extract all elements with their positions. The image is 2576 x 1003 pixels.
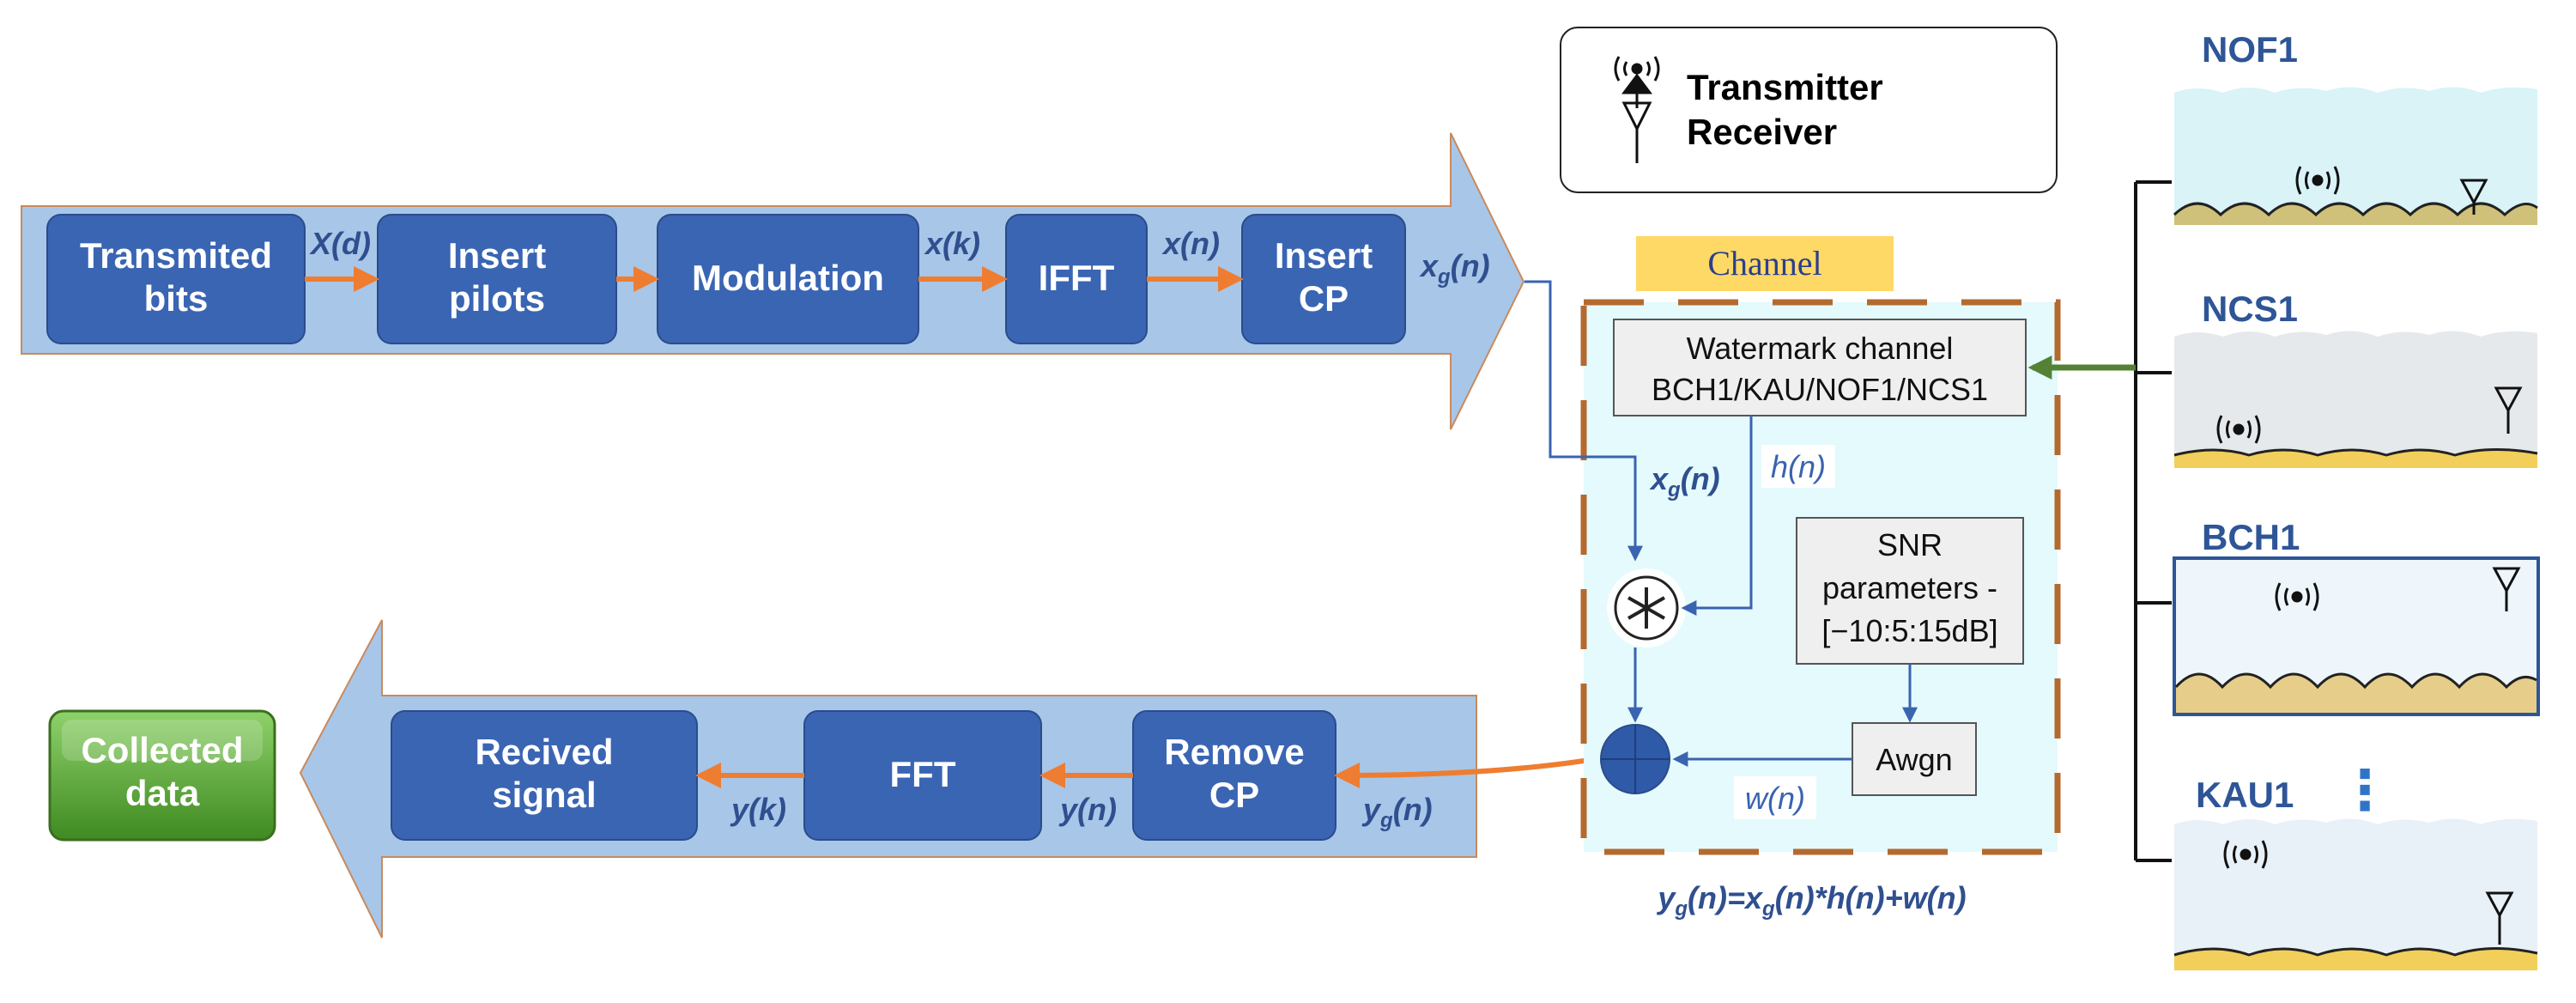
- channel-xg-label: xg(n): [1649, 461, 1720, 502]
- channel-h-label: h(n): [1771, 449, 1826, 484]
- signal-label-xn: x(n): [1161, 226, 1220, 261]
- transmitter-icon: [1614, 56, 1660, 108]
- svg-text:bits: bits: [144, 278, 209, 319]
- svg-text:signal: signal: [492, 775, 596, 815]
- signal-label-yn: y(n): [1058, 792, 1117, 827]
- channel-equation: yg(n)=xg(n)*h(n)+w(n): [1656, 880, 1966, 921]
- ifft-block: IFFT: [1005, 214, 1148, 344]
- svg-text:CP: CP: [1209, 775, 1259, 815]
- w-label-bg: [1734, 776, 1816, 819]
- collected-data-block: Collected data: [48, 709, 276, 842]
- svg-text:data: data: [125, 773, 200, 813]
- svg-text:Awgn: Awgn: [1876, 742, 1952, 777]
- snr-parameters-block: SNR parameters - [−10:5:15dB]: [1796, 517, 2024, 665]
- env-scene-nof1: [2173, 87, 2538, 225]
- signal-label-Xd: X(d): [309, 226, 371, 261]
- fft-block: FFT: [803, 710, 1042, 841]
- svg-text:Modulation: Modulation: [692, 258, 884, 298]
- watermark-channel-block: Watermark channel BCH1/KAU/NOF1/NCS1: [1613, 319, 2027, 416]
- xg-line-to-convolution: [1524, 280, 1643, 562]
- svg-text:IFFT: IFFT: [1039, 258, 1115, 298]
- h-line-to-convolution: [1681, 416, 1753, 616]
- channel-label-box: [1636, 236, 1894, 291]
- svg-text:Transmited: Transmited: [80, 235, 272, 276]
- svg-text:Recived: Recived: [475, 732, 613, 772]
- signal-label-yg-input: yg(n): [1361, 792, 1433, 832]
- transmitted-bits-block: Transmited bits: [46, 214, 306, 344]
- svg-text:Watermark channel: Watermark channel: [1687, 331, 1954, 366]
- receiver-antenna-icon: [1621, 101, 1652, 163]
- legend-box: Transmitter Receiver: [1560, 27, 2058, 193]
- insert-pilots-block: Insert pilots: [377, 214, 617, 344]
- adder-operator: [1600, 724, 1670, 794]
- signal-label-yk: y(k): [730, 792, 786, 827]
- channel-w-label: w(n): [1745, 781, 1805, 816]
- signal-label-xg-output: xg(n): [1419, 248, 1490, 289]
- modulation-block: Modulation: [657, 214, 919, 344]
- env-label-nof1: NOF1: [2202, 29, 2298, 70]
- awgn-block: Awgn: [1852, 722, 1977, 796]
- svg-text:CP: CP: [1299, 278, 1349, 319]
- env-scene-kau1: [2173, 818, 2538, 970]
- environment-tree-lines: [2134, 180, 2172, 862]
- env-label-bch1: BCH1: [2202, 517, 2300, 557]
- svg-text:[−10:5:15dB]: [−10:5:15dB]: [1821, 613, 1997, 648]
- svg-text:BCH1/KAU/NOF1/NCS1: BCH1/KAU/NOF1/NCS1: [1652, 372, 1988, 407]
- arrow-channel-to-removecp: [1334, 757, 1596, 788]
- env-scene-ncs1: [2173, 331, 2538, 468]
- env-label-ncs1: NCS1: [2202, 289, 2298, 329]
- env-label-kau1: KAU1: [2196, 775, 2294, 815]
- channel-label: Channel: [1707, 244, 1821, 283]
- convolution-operator: [1607, 568, 1686, 647]
- svg-text:Receiver: Receiver: [1687, 112, 1837, 152]
- svg-text:FFT: FFT: [890, 754, 956, 794]
- svg-text:Insert: Insert: [1275, 235, 1373, 276]
- insert-cp-block: Insert CP: [1241, 214, 1406, 344]
- svg-text:Collected: Collected: [81, 730, 243, 770]
- svg-text:Remove: Remove: [1164, 732, 1304, 772]
- svg-text:parameters -: parameters -: [1822, 570, 1997, 605]
- remove-cp-block: Remove CP: [1132, 710, 1336, 841]
- signal-label-xk: x(k): [924, 226, 980, 261]
- received-signal-block: Recived signal: [391, 710, 698, 841]
- svg-text:Insert: Insert: [448, 235, 546, 276]
- more-environments-ellipsis: ⋮: [2337, 759, 2392, 823]
- svg-text:Transmitter: Transmitter: [1687, 67, 1883, 107]
- svg-text:SNR: SNR: [1877, 527, 1943, 562]
- h-label-bg: [1761, 445, 1835, 488]
- env-scene-bch1: [2173, 556, 2540, 716]
- svg-text:pilots: pilots: [449, 278, 545, 319]
